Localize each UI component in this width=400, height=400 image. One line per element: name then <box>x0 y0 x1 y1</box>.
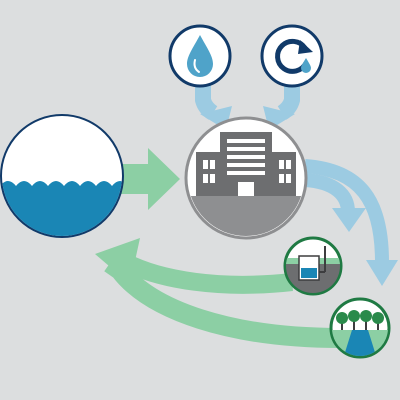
water-waves-icon <box>2 181 122 236</box>
arrow-head <box>148 148 180 210</box>
arrow-shaft <box>195 84 218 120</box>
recycle-arc <box>275 38 309 74</box>
arrow-shaft <box>304 159 389 263</box>
drop-highlight <box>193 59 200 73</box>
small-water-drop <box>301 58 311 73</box>
water-drop-icon <box>187 35 213 77</box>
arrow-facility-to-green-infrastructure <box>304 159 398 286</box>
arrow-shaft <box>304 173 355 213</box>
green-infrastructure-node <box>329 297 391 359</box>
water-reuse-node <box>260 24 324 88</box>
building-windows <box>203 139 291 196</box>
arrow-facility-to-storage <box>304 173 366 232</box>
water-supply-node <box>168 24 232 88</box>
storage-tank-icon <box>298 246 326 281</box>
trees-stream-icon <box>332 310 388 356</box>
tank-water <box>301 268 317 278</box>
storage-node <box>283 236 343 296</box>
arrow-water-to-facility <box>118 148 180 210</box>
arrow-head <box>366 260 398 286</box>
return-arrow-from-storage <box>95 238 293 294</box>
return-flow-upper <box>120 253 293 294</box>
building-icon <box>196 132 296 196</box>
arrow-head <box>332 208 366 232</box>
recycle-water-icon <box>275 38 313 74</box>
stream <box>342 330 378 356</box>
return-arrow-head <box>95 238 140 284</box>
trees <box>336 310 384 330</box>
facility-node <box>184 116 308 240</box>
water-reuse-circle <box>260 24 324 88</box>
recycle-arrow-head <box>298 40 313 54</box>
arrow-shaft <box>277 84 300 120</box>
water-body-node <box>0 114 124 238</box>
